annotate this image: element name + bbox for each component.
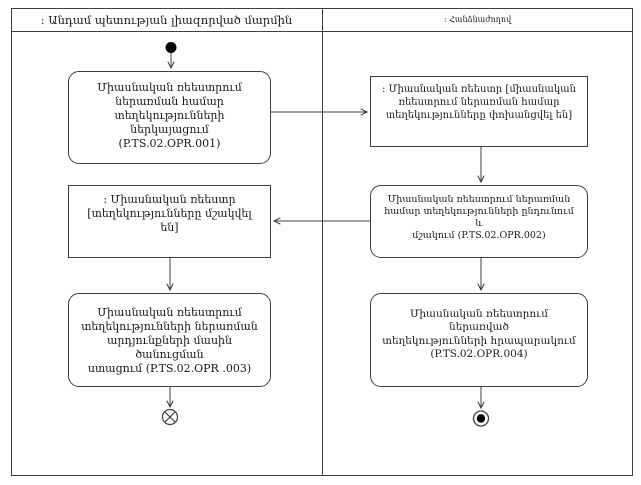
action-node-opr004: Միասնական ռեեստրում ներառված տեղեկությու… — [370, 293, 588, 387]
action-node-opr001: Միասնական ռեեստրում ներառման համար տեղեկ… — [68, 71, 271, 164]
object-node-register-processed: : Միասնական ռեեստր [տեղեկությունները մշա… — [68, 185, 271, 258]
lane-header-commission: : Հանձնաժողով — [443, 15, 512, 24]
action-node-opr002: Միասնական ռեեստրում ներառման համար տեղեկ… — [370, 185, 588, 258]
lane-divider-line — [322, 8, 323, 476]
lane-header-authorized-body: : Անդամ պետության լիազորված մարմին — [40, 12, 293, 27]
action-node-opr003: Միասնական ռեեստրում տեղեկությունների ներ… — [68, 293, 271, 387]
object-node-register-transferred: : Միասնական ռեեստր [միասնական ռեեստրում … — [370, 76, 588, 147]
